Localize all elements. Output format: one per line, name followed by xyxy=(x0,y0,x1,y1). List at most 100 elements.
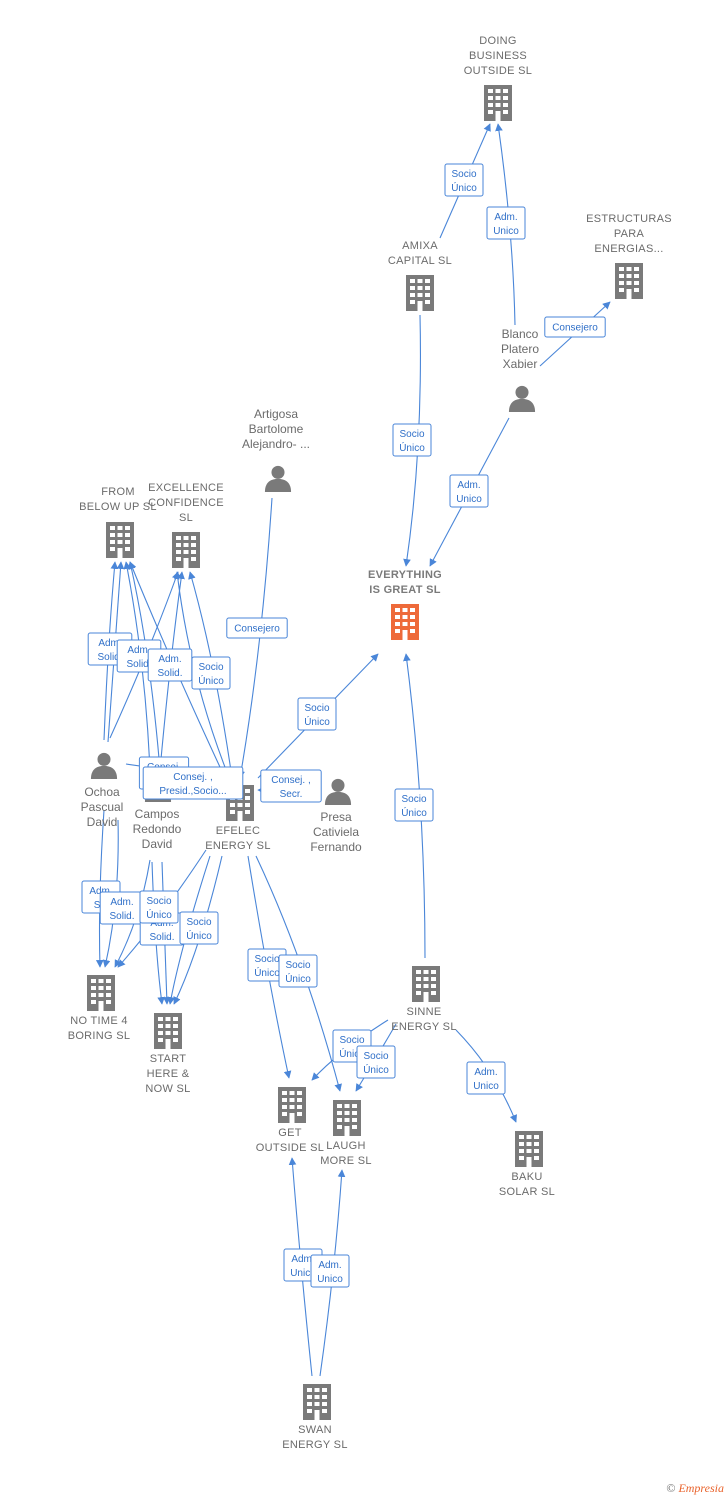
person-label: Bartolome xyxy=(249,422,304,436)
person-label: Fernando xyxy=(310,840,362,854)
company-label: ENERGY SL xyxy=(282,1439,347,1451)
company-label: OUTSIDE SL xyxy=(464,65,532,77)
edge-label-box xyxy=(444,163,484,197)
person-label: Blanco xyxy=(502,327,539,341)
edge-label-text: Adm. xyxy=(127,645,150,656)
company-label: ENERGY SL xyxy=(391,1021,456,1033)
edge-label-text: Adm. xyxy=(494,212,517,223)
brand-name: Empresia xyxy=(678,1481,724,1495)
person-icon xyxy=(324,778,352,805)
edge-label-text: Socio xyxy=(198,662,223,673)
person-label: David xyxy=(87,815,118,829)
edge-label-text: Único xyxy=(304,715,330,728)
company-label: ENERGIAS... xyxy=(594,243,663,255)
edge-label-campos-efelec[interactable]: Consej. ,Presid.,Socio... xyxy=(142,766,244,800)
edge-label-text: Unico xyxy=(317,1274,343,1285)
building-icon xyxy=(515,1131,543,1167)
company-label: SOLAR SL xyxy=(499,1186,555,1198)
company-label: AMIXA xyxy=(402,240,438,252)
building-icon xyxy=(303,1384,331,1420)
edge-label-text: Único xyxy=(285,972,311,985)
person-label: Platero xyxy=(501,342,539,356)
edge-label-text: Adm. xyxy=(110,897,133,908)
edge-label-ochoa-excellence[interactable]: Adm.Solid. xyxy=(147,648,193,682)
building-icon xyxy=(412,966,440,1002)
edge-label-box xyxy=(142,766,244,800)
edge-label-blanco-doing[interactable]: Adm. Unico xyxy=(486,206,526,240)
edge-label-text: Socio xyxy=(285,960,310,971)
edge-label-presa-efelec[interactable]: Consej. ,Secr. xyxy=(260,769,322,803)
edge-label-text: Consejero xyxy=(234,624,280,635)
company-label: CONFIDENCE xyxy=(148,497,224,509)
company-node-estructuras[interactable]: ESTRUCTURASPARAENERGIAS... xyxy=(586,213,672,299)
company-label: NO TIME 4 xyxy=(70,1015,128,1027)
company-label: EVERYTHING xyxy=(368,569,442,581)
building-icon xyxy=(154,1013,182,1049)
edge-label-text: Único xyxy=(186,929,212,942)
person-label: Redondo xyxy=(133,822,182,836)
copyright-icon: © xyxy=(666,1481,676,1495)
person-node-artigosa[interactable]: ArtigosaBartolomeAlejandro- ... xyxy=(242,407,310,492)
edge-label-box xyxy=(139,890,179,924)
edge-label-text: Unico xyxy=(456,494,482,505)
edge-label-text: Socio xyxy=(304,703,329,714)
person-label: Cativiela xyxy=(313,825,359,839)
edge-label-text: Socio xyxy=(401,794,426,805)
edge-label-campos-notime[interactable]: Adm.Solid. xyxy=(99,891,145,925)
edge-label-text: Único xyxy=(254,966,280,979)
edge-labels-layer: SocioÚnicoAdm.UnicoConsejeroSocioÚnicoAd… xyxy=(81,163,606,1288)
company-label: ESTRUCTURAS xyxy=(586,213,672,225)
edge-label-text: Socio xyxy=(399,429,424,440)
edge-label-box xyxy=(310,1254,350,1288)
edge-label-text: Adm. xyxy=(158,654,181,665)
edge-label-text: Único xyxy=(451,181,477,194)
edge-label-blanco-estructuras[interactable]: Consejero xyxy=(544,316,606,338)
person-label: David xyxy=(142,837,173,851)
edge-label-sinne-baku[interactable]: Adm.Unico xyxy=(466,1061,506,1095)
edge-label-swan-laughmore[interactable]: Adm.Unico xyxy=(310,1254,350,1288)
edge-label-text: Unico xyxy=(473,1081,499,1092)
edge-label-text: Adm. xyxy=(457,480,480,491)
edge-label-text: Solid. xyxy=(149,932,174,943)
building-icon xyxy=(333,1100,361,1136)
edge-label-blanco-everything[interactable]: Adm. Unico xyxy=(449,474,489,508)
person-label: Alejandro- ... xyxy=(242,437,310,451)
edge-label-artigosa-efelec[interactable]: Consejero xyxy=(226,617,288,639)
person-label: Presa xyxy=(320,810,352,824)
person-label: Ochoa xyxy=(84,785,120,799)
footer-brand[interactable]: © Empresia xyxy=(666,1481,724,1496)
person-label: Pascual xyxy=(81,800,124,814)
company-label: EFELEC xyxy=(216,825,261,837)
building-icon xyxy=(278,1087,306,1123)
edge-label-text: Unico xyxy=(493,226,519,237)
edge-label-box xyxy=(297,697,337,731)
